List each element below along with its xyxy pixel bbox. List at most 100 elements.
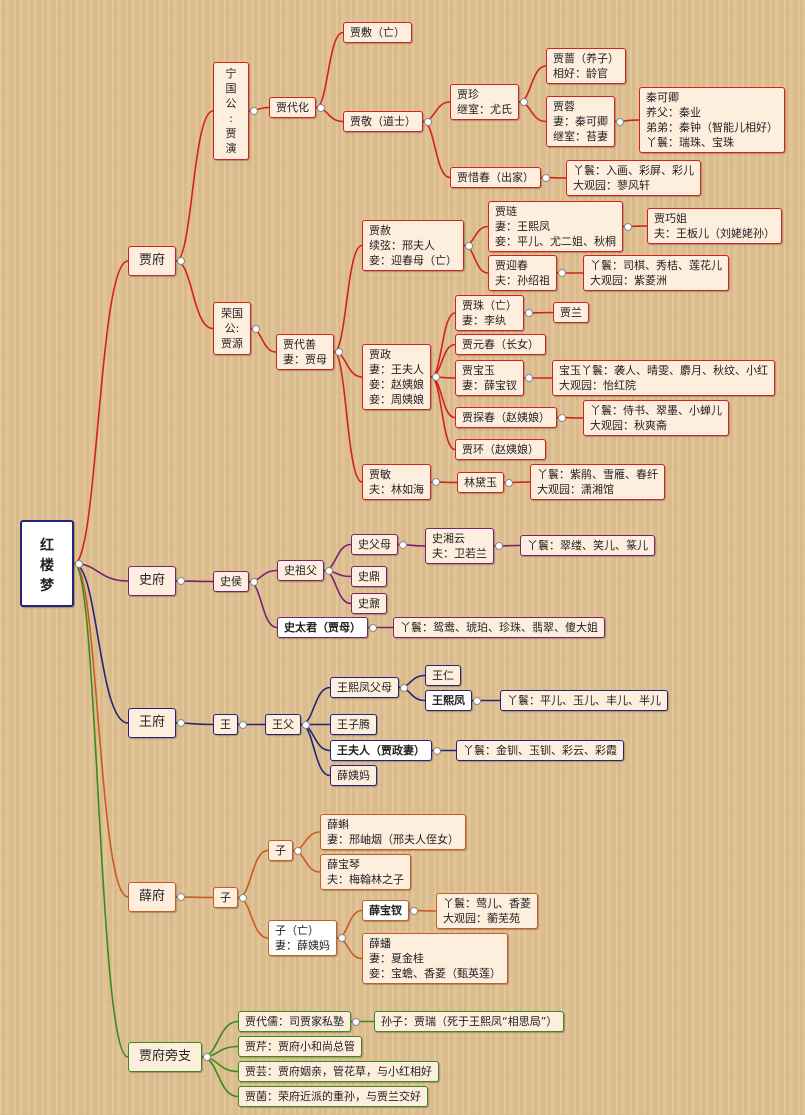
- node-jia-fu[interactable]: 贾敷（亡）: [343, 22, 412, 43]
- collapse-toggle[interactable]: [424, 117, 432, 126]
- node-xiangyun-info[interactable]: 丫鬟：翠缕、笑儿、篆儿: [520, 535, 655, 556]
- node-jia-xichun[interactable]: 贾惜春（出家）: [450, 167, 541, 188]
- node-xifeng-fumu[interactable]: 王熙凤父母: [330, 677, 399, 698]
- node-wang-ren[interactable]: 王仁: [425, 665, 461, 686]
- collapse-toggle[interactable]: [400, 683, 408, 692]
- node-baoyu-info[interactable]: 宝玉丫鬟：袭人、晴雯、麝月、秋纹、小红 大观园：怡红院: [552, 360, 775, 396]
- node-rongguo[interactable]: 荣国 公: 贾源: [213, 302, 251, 355]
- node-shi-zufu[interactable]: 史祖父: [277, 560, 324, 581]
- node-jia-rong[interactable]: 贾蓉 妻：秦可卿 继室：苔妻: [546, 96, 615, 147]
- collapse-toggle[interactable]: [338, 934, 346, 942]
- node-jia-zheng[interactable]: 贾政 妻：王夫人 妾：赵姨娘 妾：周姨娘: [362, 344, 431, 410]
- node-jia-dairu[interactable]: 贾代儒：司贾家私塾: [238, 1011, 351, 1032]
- branch-wangfu[interactable]: 王府: [128, 708, 177, 738]
- node-shi-ding[interactable]: 史鼎: [351, 566, 387, 587]
- collapse-toggle[interactable]: [495, 542, 503, 550]
- collapse-toggle[interactable]: [252, 324, 260, 333]
- node-shi-fumu[interactable]: 史父母: [351, 534, 398, 555]
- node-xichun-info[interactable]: 丫鬟：入画、彩屏、彩儿 大观园：蓼风轩: [566, 160, 701, 196]
- node-baochai[interactable]: 薛宝钗: [362, 900, 409, 921]
- collapse-toggle[interactable]: [465, 241, 473, 250]
- node-yingchun-info[interactable]: 丫鬟：司棋、秀桔、莲花儿 大观园：紫菱洲: [583, 255, 729, 291]
- node-baochai-info[interactable]: 丫鬟：莺儿、香菱 大观园：蘅芜苑: [436, 893, 538, 929]
- node-jia-daihua[interactable]: 贾代化: [269, 97, 316, 118]
- node-xiangyun[interactable]: 史湘云 夫：卫若兰: [425, 528, 494, 564]
- node-wangfuren-info[interactable]: 丫鬟：金钏、玉钏、彩云、彩霞: [456, 740, 624, 761]
- node-wang[interactable]: 王: [213, 714, 238, 735]
- node-daiyu-info[interactable]: 丫鬟：紫鹃、雪雁、春纤 大观园：潇湘馆: [530, 464, 665, 500]
- node-xue-zi[interactable]: 子: [213, 887, 238, 908]
- collapse-toggle[interactable]: [542, 173, 550, 182]
- node-wang-fu[interactable]: 王父: [265, 714, 301, 735]
- node-tanchun-info[interactable]: 丫鬟：侍书、翠墨、小蝉儿 大观园：秋爽斋: [583, 400, 729, 436]
- branch-xuefu[interactable]: 薛府: [128, 882, 177, 912]
- collapse-toggle[interactable]: [75, 559, 83, 568]
- node-daiyu[interactable]: 林黛玉: [457, 472, 504, 493]
- node-jia-she[interactable]: 贾赦 续弦：邢夫人 妾：迎春母（亡）: [362, 220, 464, 271]
- node-jia-rui[interactable]: 孙子：贾瑞（死于王熙凤“相思局”）: [374, 1011, 565, 1032]
- collapse-toggle[interactable]: [399, 540, 407, 549]
- collapse-toggle[interactable]: [325, 566, 333, 575]
- node-qin-keqing[interactable]: 秦可卿 养父：秦业 弟弟：秦钟（智能儿相好） 丫鬟：瑞珠、宝珠: [639, 87, 785, 153]
- collapse-toggle[interactable]: [525, 374, 533, 382]
- node-jia-min[interactable]: 贾敏 夫：林如海: [362, 464, 431, 500]
- node-shi-taijun[interactable]: 史太君（贾母）: [277, 617, 368, 638]
- node-xue-ke[interactable]: 薛蝌 妻：邢岫烟（邢夫人侄女）: [320, 814, 466, 850]
- node-shihou[interactable]: 史侯: [213, 571, 249, 592]
- node-wang-ziteng[interactable]: 王子腾: [330, 714, 377, 735]
- node-yuanchun[interactable]: 贾元春（长女）: [455, 334, 546, 355]
- collapse-toggle[interactable]: [558, 269, 566, 277]
- node-jia-huan[interactable]: 贾环（赵姨娘）: [455, 439, 546, 460]
- node-xue-yima[interactable]: 薛姨妈: [330, 765, 377, 786]
- collapse-toggle[interactable]: [302, 720, 310, 729]
- collapse-toggle[interactable]: [520, 98, 528, 106]
- node-xue-pan[interactable]: 薛蟠 妻：夏金桂 妾：宝蟾、香菱（甄英莲）: [362, 933, 508, 984]
- node-jia-qin[interactable]: 贾芹：贾府小和尚总管: [238, 1036, 362, 1057]
- node-jia-daishan[interactable]: 贾代善 妻：贾母: [276, 334, 334, 370]
- collapse-toggle[interactable]: [177, 257, 185, 265]
- node-ningguo[interactable]: 宁 国 公 : 贾 演: [213, 62, 249, 160]
- node-baoyu[interactable]: 贾宝玉 妻：薛宝钗: [455, 360, 524, 396]
- collapse-toggle[interactable]: [433, 746, 441, 755]
- node-taijun-info[interactable]: 丫鬟：鸳鸯、琥珀、珍珠、翡翠、傻大姐: [393, 617, 605, 638]
- collapse-toggle[interactable]: [239, 893, 247, 902]
- collapse-toggle[interactable]: [558, 413, 566, 422]
- collapse-toggle[interactable]: [294, 846, 302, 855]
- collapse-toggle[interactable]: [239, 720, 247, 729]
- collapse-toggle[interactable]: [250, 107, 258, 115]
- node-qiaojie[interactable]: 贾巧姐 夫：王板儿（刘姥姥孙）: [647, 208, 782, 244]
- collapse-toggle[interactable]: [177, 893, 185, 901]
- branch-pangzhi[interactable]: 贾府旁支: [128, 1042, 203, 1072]
- collapse-toggle[interactable]: [410, 906, 418, 915]
- node-xue-zi-2[interactable]: 子: [268, 840, 293, 861]
- node-jia-jing[interactable]: 贾敬（道士）: [343, 111, 423, 132]
- node-jia-lian[interactable]: 贾琏 妻：王熙凤 妾：平儿、尤二姐、秋桐: [488, 201, 623, 252]
- node-xue-zi-wang[interactable]: 子（亡） 妻：薛姨妈: [268, 920, 337, 956]
- node-jia-zhu[interactable]: 贾珠（亡） 妻：李纨: [455, 295, 524, 331]
- node-xifeng[interactable]: 王熙凤: [425, 690, 472, 711]
- collapse-toggle[interactable]: [624, 222, 632, 231]
- node-xifeng-info[interactable]: 丫鬟：平儿、玉儿、丰儿、半儿: [500, 690, 668, 711]
- node-jia-zhen[interactable]: 贾珍 继室：尤氏: [450, 84, 519, 120]
- collapse-toggle[interactable]: [177, 577, 185, 585]
- node-jia-lan[interactable]: 贾兰: [553, 302, 589, 323]
- collapse-toggle[interactable]: [203, 1053, 211, 1061]
- branch-shifu[interactable]: 史府: [128, 566, 177, 596]
- collapse-toggle[interactable]: [505, 478, 513, 487]
- node-jia-qiang[interactable]: 贾蔷（养子） 相好：龄官: [546, 48, 626, 84]
- collapse-toggle[interactable]: [616, 117, 624, 126]
- collapse-toggle[interactable]: [432, 478, 440, 486]
- node-wang-furen[interactable]: 王夫人（贾政妻）: [330, 740, 432, 761]
- node-tanchun[interactable]: 贾探春（赵姨娘）: [455, 407, 557, 428]
- collapse-toggle[interactable]: [525, 309, 533, 317]
- root-node[interactable]: 红 楼 梦: [20, 520, 74, 607]
- collapse-toggle[interactable]: [177, 719, 185, 727]
- collapse-toggle[interactable]: [473, 696, 481, 705]
- node-baoqin[interactable]: 薛宝琴 夫：梅翰林之子: [320, 854, 411, 890]
- branch-jiafu[interactable]: 贾府: [128, 246, 177, 276]
- node-jia-jun[interactable]: 贾菌：荣府近派的重孙，与贾兰交好: [238, 1086, 428, 1107]
- collapse-toggle[interactable]: [250, 577, 258, 586]
- node-shi-nai[interactable]: 史鼐: [351, 593, 387, 614]
- node-yingchun[interactable]: 贾迎春 夫：孙绍祖: [488, 255, 557, 291]
- collapse-toggle[interactable]: [369, 623, 377, 632]
